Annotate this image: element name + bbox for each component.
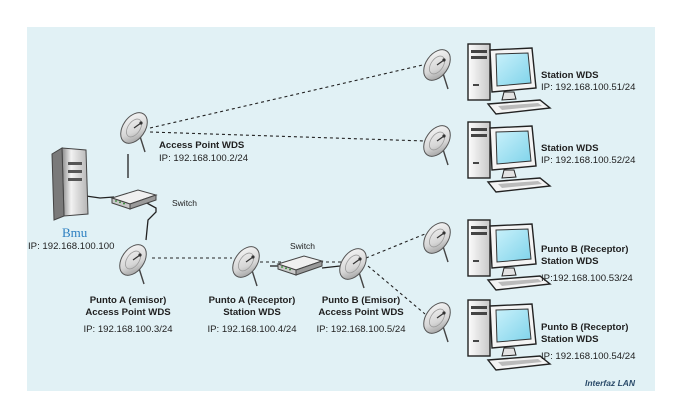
server-icon [51, 147, 89, 221]
station-3-ip: IP:192.168.100.53/24 [541, 273, 633, 284]
station-1-title: Station WDS [541, 70, 599, 81]
punto-a-receptor-line1: Punto A (Receptor) [208, 295, 296, 306]
station-4-ip: IP: 192.168.100.54/24 [541, 351, 636, 362]
desktop-computer-icon [467, 219, 551, 291]
punto-b-emisor-ip: IP: 192.168.100.5/24 [316, 324, 406, 335]
dish-antenna-icon [333, 243, 373, 289]
dish-antenna-icon [114, 107, 154, 153]
dish-antenna-icon [417, 120, 457, 166]
switch-label-bottom: Switch [290, 241, 316, 251]
wired-links [85, 154, 341, 269]
wireless-links [149, 63, 428, 315]
station-2-ip: IP: 192.168.100.52/24 [541, 155, 636, 166]
station-4-line1: Punto B (Receptor) [541, 322, 629, 333]
dish-antenna-icon [113, 239, 153, 285]
station-2-title: Station WDS [541, 143, 599, 154]
desktop-computer-icon [467, 121, 551, 193]
switch-icon [277, 255, 323, 276]
desktop-computer-icon [467, 299, 551, 371]
punto-a-emisor-line2: Access Point WDS [85, 307, 171, 318]
server-ip: IP: 192.168.100.100 [28, 241, 115, 252]
dish-antenna-icon [417, 217, 457, 263]
dish-antenna-icon [417, 44, 457, 90]
access-point-ip: IP: 192.168.100.2/24 [159, 153, 249, 164]
access-point-title: Access Point WDS [159, 140, 245, 151]
desktop-computer-icon [467, 43, 551, 115]
punto-b-emisor-line2: Access Point WDS [318, 307, 404, 318]
station-3-line2: Station WDS [541, 256, 599, 267]
station-1-ip: IP: 192.168.100.51/24 [541, 82, 636, 93]
punto-a-receptor-line2: Station WDS [223, 307, 281, 318]
dish-antenna-icon [226, 241, 266, 287]
switch-icon [111, 189, 157, 210]
punto-b-emisor-line1: Punto B (Emisor) [321, 295, 401, 306]
dish-antenna-icon [417, 297, 457, 343]
punto-a-emisor-line1: Punto A (emisor) [89, 295, 167, 306]
server-name: Bmu [62, 225, 88, 240]
punto-a-emisor-ip: IP: 192.168.100.3/24 [83, 324, 173, 335]
punto-a-receptor-ip: IP: 192.168.100.4/24 [207, 324, 297, 335]
diagram-panel [27, 27, 655, 391]
interface-caption: Interfaz LAN [585, 378, 636, 388]
station-3-line1: Punto B (Receptor) [541, 244, 629, 255]
station-4-line2: Station WDS [541, 334, 599, 345]
switch-label-top: Switch [172, 198, 198, 208]
